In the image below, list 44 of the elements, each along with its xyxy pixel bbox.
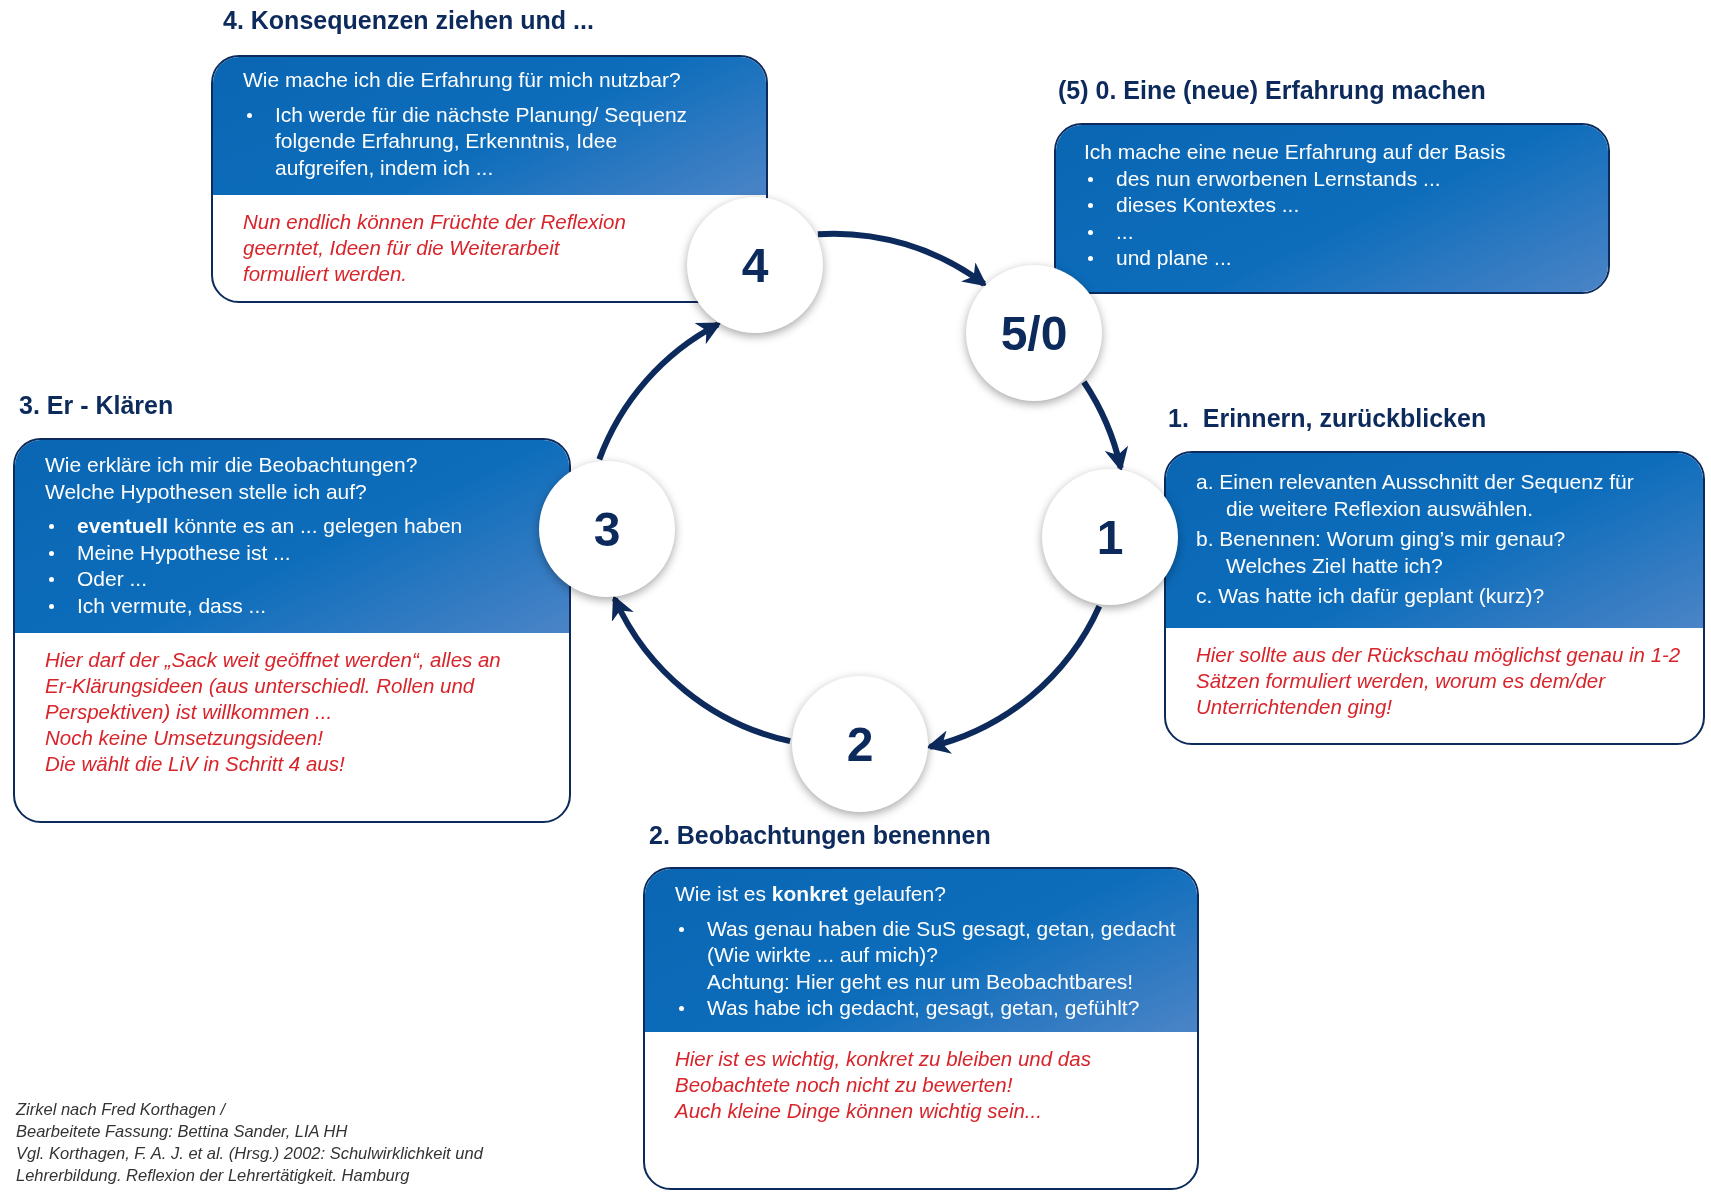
bullet-item: Meine Hypothese ist ... (45, 539, 529, 566)
bullet-item-text: Achtung: Hier geht es nur um Beobachtbares! (706, 968, 1135, 995)
list-item: b. Benennen: Worum ging’s mir genau? Welches Ziel hatte ich? (1196, 526, 1567, 579)
credit-text: Vgl. Korthagen, F. A. J. et al. (Hrsg.) 2002: Schulwirklichkeit und Lehrerbildung. Reflexion der Lehrertätigkeit. Hamburg (16, 1143, 485, 1186)
bullet-item: Ich werde für die nächste Planung/ Sequenz folgende Erfahrung, Erkenntnis, Idee aufgreifen, indem ich ... (243, 101, 696, 181)
note-text: Noch keine Umsetzungsideen! (45, 725, 325, 751)
step-circle: 4 (687, 197, 823, 333)
question-text: Wie erkläre ich mir die Beobachtungen? (45, 452, 419, 478)
step-heading: 2. Beobachtungen benennen (649, 820, 991, 850)
note-text: Hier ist es wichtig, konkret zu bleiben und das Beobachtete noch nicht zu bewerten! (675, 1045, 1092, 1098)
step-circle: 1 (1042, 469, 1178, 605)
bullet-item: Was genau haben die SuS gesagt, getan, gedacht (Wie wirkte ... auf mich)? (675, 915, 1185, 969)
question-text: Ich mache eine neue Erfahrung auf der Basis (1084, 139, 1507, 165)
step-circle: 5/0 (966, 265, 1102, 401)
cycle-arrow (612, 595, 791, 744)
step-heading: 4. Konsequenzen ziehen und ... (223, 5, 594, 35)
step-heading: 1. Erinnern, zurückblicken (1168, 403, 1487, 433)
bullet-item: Was habe ich gedacht, gesagt, getan, gefühlt? (675, 995, 1185, 1022)
bullet-item: des nun erworbenen Lernstands ... (1084, 165, 1578, 192)
bullet-item: eventuell könnte es an ... gelegen haben (45, 513, 529, 540)
question-text: Welche Hypothesen stelle ich auf? (45, 478, 368, 505)
step-circle: 3 (539, 461, 675, 597)
cycle-arrow (817, 231, 988, 287)
note-text: Auch kleine Dinge können wichtig sein... (675, 1097, 1043, 1124)
credit-text: Zirkel nach Fred Korthagen / (16, 1099, 228, 1120)
credit-text: Bearbeitete Fassung: Bettina Sander, LIA HH (16, 1121, 349, 1142)
cycle-arrow (1081, 380, 1128, 472)
bullet-item: ... (1084, 218, 1578, 245)
note-text: Nun endlich können Früchte der Reflexion geerntet, Ideen für die Weiterarbeit formuliert werden. (243, 209, 627, 287)
cycle-arrow (596, 321, 722, 461)
list-item: a. Einen relevanten Ausschnitt der Sequenz für die weitere Reflexion auswählen. (1196, 469, 1635, 522)
bullet-item: dieses Kontextes ... (1084, 192, 1578, 219)
step-heading: 3. Er - Klären (19, 390, 174, 420)
note-text: Hier darf der „Sack weit geöffnet werden“, alles an Er-Klärungsideen (aus unterschiedl. Rollen und Perspektiven) ist willkommen ... (45, 647, 502, 725)
note-text: Hier sollte aus der Rückschau möglichst genau in 1-2 Sätzen formuliert werden, worum es dem/der Unterrichtenden ging! (1196, 641, 1682, 720)
list-item: c. Was hatte ich dafür geplant (kurz)? (1196, 583, 1546, 609)
question-text: Wie mache ich die Erfahrung für mich nutzbar? (243, 67, 682, 93)
step-circle: 2 (792, 676, 928, 812)
question-text: Wie ist es konkret gelaufen? (675, 881, 947, 907)
bullet-item: Oder ... (45, 566, 529, 593)
step-heading: (5) 0. Eine (neue) Erfahrung machen (1058, 75, 1486, 105)
cycle-arrow (926, 604, 1102, 753)
note-text: Die wählt die LiV in Schritt 4 aus! (45, 751, 346, 777)
bullet-item: Ich vermute, dass ... (45, 592, 529, 619)
